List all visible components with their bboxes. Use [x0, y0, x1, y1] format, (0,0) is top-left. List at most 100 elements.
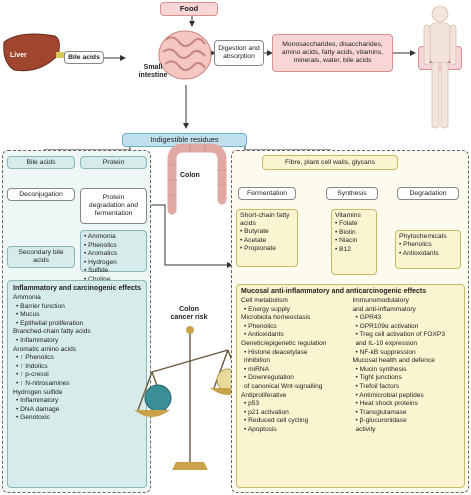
inflammatory-effects-box: Inflammatory and carcinogenic effects Am… — [7, 280, 147, 488]
effect-item: Antiproliferative — [241, 391, 287, 399]
list-item: • Antioxidants — [399, 249, 439, 257]
effect-item: • Genotoxic — [16, 414, 50, 422]
effect-item: • Phenolics — [244, 322, 277, 330]
vitamins-title: Vitamins — [335, 212, 361, 219]
effect-item: • Heat shock proteins — [355, 400, 418, 408]
effect-item: • Mucin synthesis — [355, 365, 407, 373]
effect-item: Cell metabolism — [241, 297, 288, 304]
effect-item: • Reduced cell cycling — [244, 417, 309, 425]
phytochemicals-box: Phytochemicals • Phenolics• Antioxidants — [395, 230, 461, 269]
effect-item: • ↑ Indolics — [16, 362, 48, 370]
effect-item: • Transglutamase — [355, 408, 407, 416]
effect-item: • Epithelial proliferation — [16, 319, 84, 327]
inflammatory-effects-title: Inflammatory and carcinogenic effects — [13, 285, 141, 292]
effect-item: Aromatic amino acids — [13, 345, 77, 353]
effect-item: and IL-10 expression — [355, 339, 418, 347]
list-item: • Sulfide — [84, 267, 109, 275]
inflammatory-effects-list: Ammonia• Barrier function• Mucus• Epithe… — [13, 294, 141, 423]
anti-inflammatory-effects-title: Mucosal anti-inflammatory and anticarcin… — [241, 288, 427, 295]
effect-item: • Antioxidants — [244, 331, 284, 339]
protein-degradation-box: Protein degradation and fermentation — [80, 188, 147, 224]
effect-item: inhibition — [244, 357, 271, 365]
bile-acids-box: Bile acids — [7, 156, 75, 169]
effect-item: • DNA damage — [16, 405, 60, 413]
effect-item: • p21 activation — [244, 408, 289, 416]
anti-inflammatory-effects-box: Mucosal anti-inflammatory and anticarcin… — [236, 284, 465, 488]
list-item: • Biotin — [335, 228, 356, 236]
nutrients-box: Monosaccharides, disaccharides, amino ac… — [272, 34, 393, 72]
fermentation-box: Fermentation — [238, 187, 296, 200]
effect-item: • Inflammatory — [16, 397, 59, 405]
effect-item: • β-glucuronidase — [355, 417, 407, 425]
scfa-box: Short-chain fatty acids • Butyrate• Acet… — [236, 209, 298, 267]
effect-item: • ↑ Phenolics — [16, 354, 54, 362]
effect-item: • Energy supply — [244, 305, 290, 313]
degradation-box: Degradation — [397, 187, 459, 200]
effect-item: Hydrogen sulfide — [13, 388, 63, 396]
list-item: • Folate — [335, 220, 358, 227]
effect-item: Branched-chain fatty acids — [13, 328, 91, 336]
effect-item: • Trefoil factors — [355, 382, 400, 390]
vitamins-list: • Folate• Biotin• Niacin• B12 — [335, 220, 373, 254]
synthesis-box: Synthesis — [326, 187, 378, 200]
effect-item: Mucosal health and defence — [352, 357, 435, 365]
effect-item: • Downregulation — [244, 374, 294, 382]
effect-item: • ↑ p-cresol — [16, 371, 49, 379]
effect-item: • NF-kB suppression — [355, 348, 416, 356]
effect-item: activity — [355, 425, 376, 433]
effect-item: • GPR43 — [355, 314, 382, 322]
list-item: • Hydrogen — [84, 258, 117, 266]
phytochemicals-list: • Phenolics• Antioxidants — [399, 241, 457, 258]
effect-item: • Inflammatory — [16, 336, 59, 344]
effect-item: Microbiota homeostasis — [241, 314, 311, 322]
protein-box: Protein — [80, 156, 147, 169]
effect-item: Genetic/epigenetic regulation — [241, 339, 327, 347]
effect-item: Immunomodulatory — [352, 297, 409, 304]
deconjugation-box: Deconjugation — [7, 188, 75, 201]
effect-item: • ↑ N-nitrosamines — [16, 379, 70, 387]
phytochemicals-title: Phytochemicals — [399, 233, 447, 240]
effect-item: of canonical Wnt-signalling — [244, 382, 323, 390]
protein-products-list: • Ammonia• Phenolics• Aromatics• Hydroge… — [84, 233, 143, 285]
list-item: • Niacin — [335, 237, 358, 245]
small-intestine-label: Small intestine — [138, 64, 168, 79]
vitamins-box: Vitamins • Folate• Biotin• Niacin• B12 — [331, 209, 377, 275]
list-item: • Aromatics — [84, 250, 118, 258]
effect-item: • Treg cell activation of FOXP3 — [355, 331, 445, 339]
effect-item: • p53 — [244, 400, 260, 408]
effect-item: • Barrier function — [16, 302, 65, 310]
effect-item: • Apoptosis — [244, 425, 277, 433]
list-item: • Acetate — [240, 236, 267, 244]
food-box: Food — [160, 2, 218, 16]
protein-products-box: • Ammonia• Phenolics• Aromatics• Hydroge… — [80, 230, 147, 283]
list-item: • Phenolics — [399, 241, 432, 248]
scfa-title: Short-chain fatty acids — [240, 212, 290, 227]
list-item: • Choline — [84, 276, 143, 285]
effect-item: • Mucus — [16, 311, 40, 319]
list-item: • Propionate — [240, 245, 277, 253]
colon-cancer-risk-label: Colon cancer risk — [170, 306, 208, 321]
list-item: • Ammonia — [84, 233, 116, 240]
digestion-box: Digestion and absorption — [214, 40, 264, 66]
colon-label: Colon — [180, 172, 200, 179]
list-item: • Butyrate — [240, 228, 269, 235]
bile-acids-top-box: Bile acids — [64, 51, 104, 64]
effect-item: • GPR109α activation — [355, 322, 419, 330]
effect-item: • Antimicrobial peptides — [355, 391, 424, 399]
effect-item: • Histone deacetylase — [244, 348, 308, 356]
liver-label: Liver — [10, 52, 27, 59]
effect-item: • Tight junctions — [355, 374, 402, 382]
secondary-bile-acids-box: Secondary bile acids — [7, 246, 75, 268]
list-item: • B12 — [335, 245, 351, 253]
list-item: • Phenolics — [84, 241, 117, 249]
scfa-list: • Butyrate• Acetate• Propionate — [240, 228, 294, 254]
fibre-box: Fibre, plant cell walls, glycans — [262, 155, 398, 170]
effect-item: • miRNA — [244, 365, 270, 373]
effect-item: Ammonia — [13, 294, 41, 301]
